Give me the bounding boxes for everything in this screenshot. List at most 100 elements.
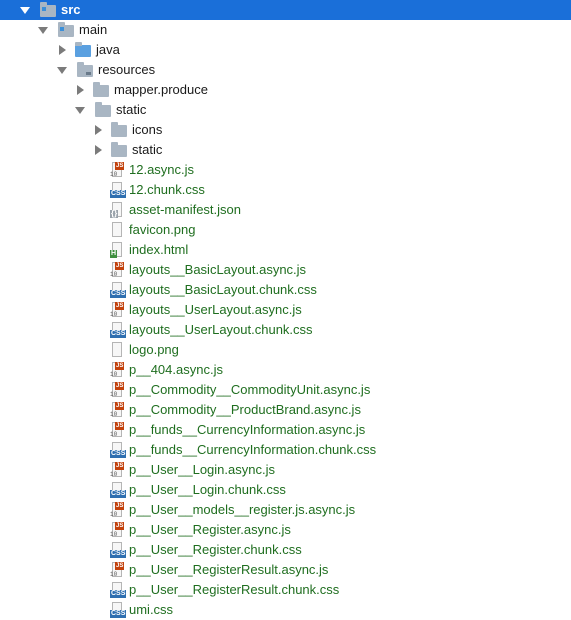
css-file-icon: CSS <box>110 182 127 198</box>
chevron-right-icon[interactable] <box>77 85 84 95</box>
tree-item-label: static <box>116 102 147 117</box>
tree-item-icons[interactable]: icons <box>0 120 571 140</box>
folder-icon <box>58 22 74 37</box>
file-item-label: p__funds__CurrencyInformation.async.js <box>129 422 366 437</box>
chevron-down-icon[interactable] <box>75 106 85 114</box>
file-item-label: umi.css <box>129 602 174 617</box>
file-item-label: p__User__Login.async.js <box>129 462 275 477</box>
file-item-label: logo.png <box>129 342 179 357</box>
css-file-icon: CSS <box>110 542 127 558</box>
file-item-label: p__User__Register.async.js <box>129 522 291 537</box>
file-item-label: p__Commodity__CommodityUnit.async.js <box>129 382 371 397</box>
html-file-icon: H <box>110 242 124 258</box>
file-item[interactable]: {} asset-manifest.json <box>0 200 571 220</box>
file-item-label: layouts__BasicLayout.chunk.css <box>129 282 317 297</box>
folder-icon <box>75 42 91 57</box>
chevron-down-icon[interactable] <box>38 26 48 34</box>
file-item[interactable]: logo.png <box>0 340 571 360</box>
file-item[interactable]: favicon.png <box>0 220 571 240</box>
file-item-label: p__User__Register.chunk.css <box>129 542 302 557</box>
css-file-icon: CSS <box>110 602 127 618</box>
file-item-label: layouts__BasicLayout.async.js <box>129 262 307 277</box>
folder-icon <box>40 2 56 17</box>
tree-item-label: icons <box>132 122 163 137</box>
tree-item-label: static <box>132 142 163 157</box>
tree-item-src[interactable]: src <box>0 0 571 20</box>
css-file-icon: CSS <box>110 482 127 498</box>
tree-item-main[interactable]: main <box>0 20 571 40</box>
chevron-right-icon[interactable] <box>95 125 102 135</box>
tree-item-resources[interactable]: resources <box>0 60 571 80</box>
file-item-label: p__User__Login.chunk.css <box>129 482 286 497</box>
chevron-right-icon[interactable] <box>59 45 66 55</box>
image-file-icon <box>110 342 124 358</box>
chevron-down-icon[interactable] <box>57 66 67 74</box>
tree-item-static[interactable]: static <box>0 100 571 120</box>
css-file-icon: CSS <box>110 442 127 458</box>
file-item-label: p__User__RegisterResult.async.js <box>129 562 329 577</box>
chevron-down-icon[interactable] <box>20 6 30 14</box>
file-item-label: 12.chunk.css <box>129 182 205 197</box>
folder-icon <box>95 102 111 117</box>
tree-item-label: main <box>79 22 108 37</box>
file-item-label: index.html <box>129 242 189 257</box>
folder-icon <box>93 82 109 97</box>
chevron-right-icon[interactable] <box>95 145 102 155</box>
tree-item-label: mapper.produce <box>114 82 208 97</box>
tree-item-static-inner[interactable]: static <box>0 140 571 160</box>
tree-item-label: src <box>61 2 81 17</box>
file-item-label: p__User__models__register.js.async.js <box>129 502 356 517</box>
folder-icon <box>77 62 93 77</box>
file-item-label: p__funds__CurrencyInformation.chunk.css <box>129 442 377 457</box>
folder-icon <box>111 122 127 137</box>
tree-item-label: java <box>96 42 120 57</box>
css-file-icon: CSS <box>110 282 127 298</box>
css-file-icon: CSS <box>110 582 127 598</box>
json-file-icon: {} <box>110 202 124 218</box>
file-item-label: p__Commodity__ProductBrand.async.js <box>129 402 361 417</box>
tree-item-mapper-produce[interactable]: mapper.produce <box>0 80 571 100</box>
file-item-label: layouts__UserLayout.async.js <box>129 302 302 317</box>
file-item-label: p__User__RegisterResult.chunk.css <box>129 582 340 597</box>
file-item-label: 12.async.js <box>129 162 195 177</box>
file-item-label: layouts__UserLayout.chunk.css <box>129 322 313 337</box>
tree-item-label: resources <box>98 62 156 77</box>
tree-item-java[interactable]: java <box>0 40 571 60</box>
css-file-icon: CSS <box>110 322 127 338</box>
file-item-label: asset-manifest.json <box>129 202 241 217</box>
image-file-icon <box>110 222 124 238</box>
folder-icon <box>111 142 127 157</box>
